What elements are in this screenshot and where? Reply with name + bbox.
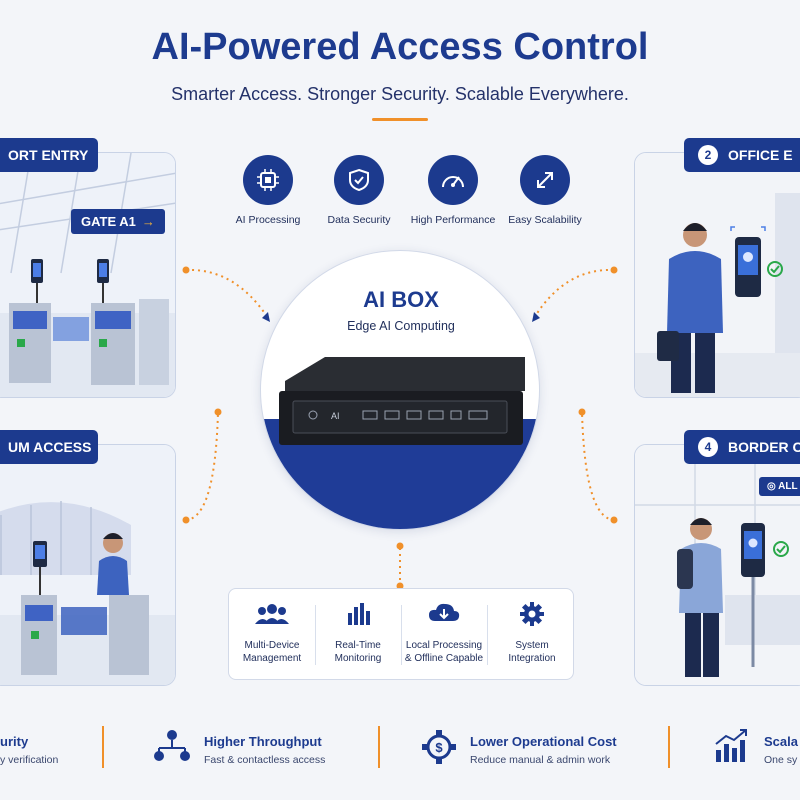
step-number-4: 4 xyxy=(698,437,718,458)
step-number-2: 2 xyxy=(698,145,718,166)
capability-line1: Multi-Device xyxy=(244,640,300,651)
growth-chart-icon xyxy=(712,728,752,769)
shield-icon xyxy=(334,155,384,205)
ai-box-hub: AI BOX Edge AI Computing AI xyxy=(260,250,540,530)
capability-line1: Real-Time xyxy=(335,640,381,651)
divider xyxy=(401,605,402,665)
capability-local-processing: Local Processing & Offline Capable xyxy=(401,599,487,665)
airport-entry-tag-label: ORT ENTRY xyxy=(8,147,89,163)
gate-sign-label: GATE A1 xyxy=(81,214,136,229)
feature-label: Easy Scalability xyxy=(508,214,582,226)
capability-line2: Integration xyxy=(508,653,556,664)
border-control-tag-label: BORDER C xyxy=(728,439,800,455)
benefit-title: urity xyxy=(0,734,29,749)
border-sign: ◎ ALL xyxy=(759,477,800,496)
capability-line2: Monitoring xyxy=(334,653,382,664)
stadium-gates-illustration xyxy=(0,445,175,685)
benefit-title: Lower Operational Cost xyxy=(470,734,617,749)
benefit-divider xyxy=(378,726,380,768)
stadium-access-panel xyxy=(0,444,176,686)
benefit-title: Higher Throughput xyxy=(204,734,322,749)
feature-high-performance: High Performance xyxy=(403,155,503,226)
ai-box-device: AI xyxy=(279,357,525,445)
benefit-title: Scala xyxy=(764,734,798,749)
feature-ai-processing: AI Processing xyxy=(218,155,318,226)
benefit-subtitle: Reduce manual & admin work xyxy=(470,754,611,766)
ai-box-title: AI BOX xyxy=(363,287,439,312)
border-face-scan-illustration xyxy=(635,445,800,685)
benefit-scalability: Scala One sy xyxy=(712,724,800,784)
office-face-scan-illustration xyxy=(635,153,800,397)
airport-entry-panel: GATE A1 → xyxy=(0,152,176,398)
feature-easy-scalability: Easy Scalability xyxy=(495,155,595,226)
benefit-divider xyxy=(102,726,104,768)
globe-icon: ◎ xyxy=(767,481,776,492)
border-sign-label: ALL xyxy=(778,481,798,492)
airport-gates-illustration xyxy=(0,153,175,397)
office-entry-tag-label: OFFICE E xyxy=(728,147,793,163)
ai-box-subtitle: Edge AI Computing xyxy=(347,319,455,333)
benefit-security: urity y verification xyxy=(0,724,100,784)
feature-label: AI Processing xyxy=(235,214,301,226)
arrow-right-icon: → xyxy=(141,214,155,229)
gear-dollar-icon: $ xyxy=(420,728,458,771)
capability-line2: Management xyxy=(242,653,302,664)
benefit-subtitle: Fast & contactless access xyxy=(204,754,326,766)
page-title: AI-Powered Access Control xyxy=(151,26,649,68)
border-control-tag: 4 BORDER C xyxy=(684,430,800,464)
capability-line1: System xyxy=(515,640,549,651)
capability-line2: & Offline Capable xyxy=(404,653,484,664)
stadium-access-tag-label: UM ACCESS xyxy=(8,439,92,455)
benefit-divider xyxy=(668,726,670,768)
users-icon xyxy=(229,599,315,629)
office-entry-tag: 2 OFFICE E xyxy=(684,138,800,172)
title-underline xyxy=(372,118,428,121)
divider xyxy=(487,605,488,665)
gear-icon xyxy=(489,599,575,629)
benefit-subtitle: y verification xyxy=(0,754,59,766)
benefit-subtitle: One sy xyxy=(764,754,798,766)
gate-sign: GATE A1 → xyxy=(71,209,165,234)
stadium-access-tag: UM ACCESS xyxy=(0,430,98,464)
feature-data-security: Data Security xyxy=(309,155,409,226)
bar-chart-icon xyxy=(315,599,401,629)
capability-line1: Local Processing xyxy=(405,640,483,651)
divider xyxy=(315,605,316,665)
feature-label: High Performance xyxy=(410,214,496,226)
feature-label: Data Security xyxy=(327,214,391,226)
office-entry-panel xyxy=(634,152,800,398)
chip-icon xyxy=(243,155,293,205)
benefit-lower-cost: $ Lower Operational Cost Reduce manual &… xyxy=(420,724,660,784)
network-icon xyxy=(152,728,192,769)
speedometer-icon xyxy=(428,155,478,205)
page-subtitle: Smarter Access. Stronger Security. Scala… xyxy=(171,84,629,104)
border-control-panel: ◎ ALL xyxy=(634,444,800,686)
svg-text:$: $ xyxy=(435,740,443,755)
airport-entry-tag: ORT ENTRY xyxy=(0,138,98,172)
cloud-download-icon xyxy=(401,599,487,629)
expand-icon xyxy=(520,155,570,205)
benefit-higher-throughput: Higher Throughput Fast & contactless acc… xyxy=(152,724,372,784)
device-mark: AI xyxy=(331,411,340,421)
